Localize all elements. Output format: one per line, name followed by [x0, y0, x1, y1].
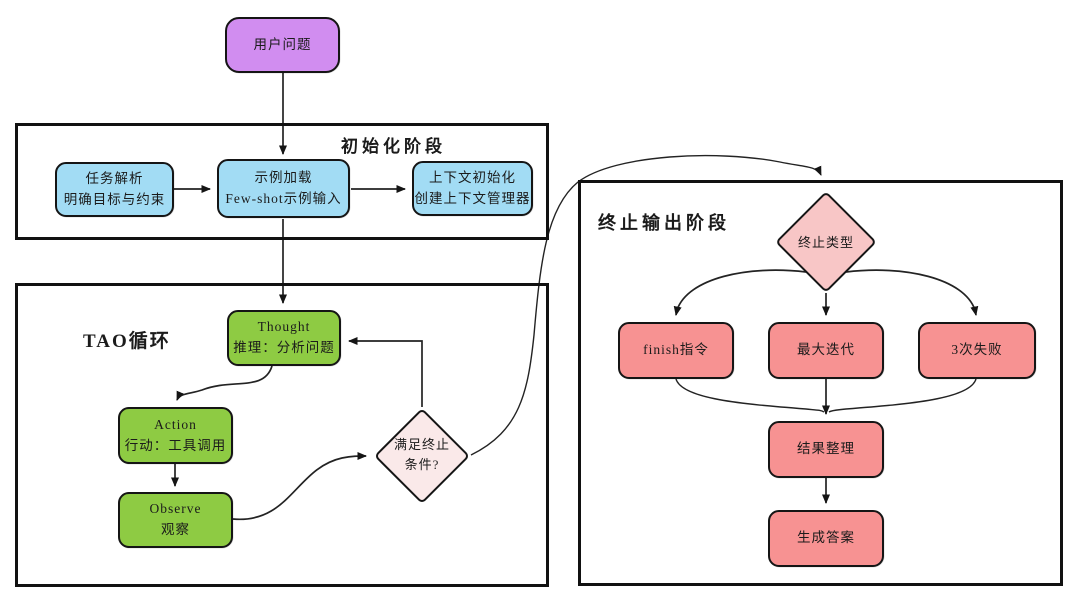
node-thought-line2: 推理：分析问题 — [233, 340, 335, 355]
node-finish-command: finish指令 — [618, 322, 734, 379]
condition-diamond-label: 满足终止 条件? — [372, 435, 472, 474]
node-observe-line2: 观察 — [161, 522, 190, 537]
node-example-load: 示例加载 Few-shot示例输入 — [217, 159, 350, 218]
node-task-parse-line1: 任务解析 — [85, 170, 144, 186]
node-action-line2: 行动：工具调用 — [124, 437, 227, 453]
node-action: Action 行动：工具调用 — [118, 407, 233, 464]
node-user-question-label: 用户问题 — [253, 36, 312, 52]
node-observe-line1: Observe — [149, 501, 202, 517]
node-thought: Thought 推理：分析问题 — [227, 310, 341, 366]
terminate-type-diamond-label: 终止类型 — [797, 235, 854, 250]
init-stage-box — [15, 123, 549, 240]
node-finish-command-label: finish指令 — [643, 342, 709, 358]
condition-diamond-line2: 条件? — [404, 456, 440, 472]
node-example-load-line2: Few-shot示例输入 — [225, 190, 342, 206]
node-example-load-line1: 示例加载 — [254, 169, 313, 185]
node-task-parse-line2: 明确目标与约束 — [63, 191, 166, 207]
condition-diamond-line1: 满足终止 — [393, 437, 450, 452]
node-context-init-line2: 创建上下文管理器 — [414, 190, 531, 206]
node-context-init-line1: 上下文初始化 — [429, 169, 516, 185]
node-result-organize: 结果整理 — [768, 421, 884, 478]
terminate-stage-title: 终止输出阶段 — [598, 213, 730, 233]
node-generate-answer-label: 生成答案 — [797, 530, 855, 546]
node-thought-line1: Thought — [257, 319, 311, 335]
node-action-line1: Action — [154, 416, 197, 432]
terminate-stage-box — [578, 180, 1063, 586]
node-context-init: 上下文初始化 创建上下文管理器 — [412, 161, 533, 216]
node-user-question: 用户问题 — [225, 17, 340, 73]
node-max-iterations: 最大迭代 — [768, 322, 884, 379]
tao-stage-title: TAO循环 — [83, 331, 171, 352]
tao-stage-box — [15, 283, 549, 587]
node-task-parse: 任务解析 明确目标与约束 — [55, 162, 174, 217]
node-generate-answer: 生成答案 — [768, 510, 884, 567]
node-three-failures-label: 3次失败 — [951, 342, 1003, 358]
node-max-iterations-label: 最大迭代 — [797, 342, 855, 358]
node-three-failures: 3次失败 — [918, 322, 1036, 379]
init-stage-title: 初始化阶段 — [341, 137, 446, 156]
node-observe: Observe 观察 — [118, 492, 233, 548]
node-result-organize-label: 结果整理 — [797, 441, 855, 457]
